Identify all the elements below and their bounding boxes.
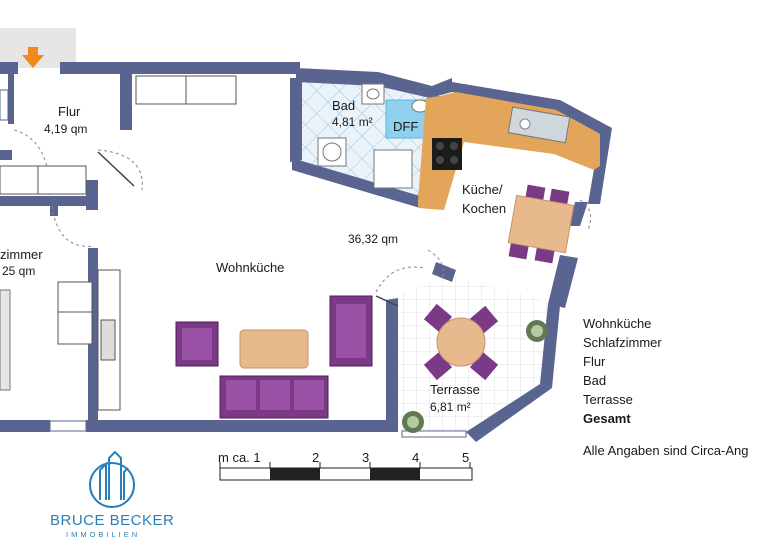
scale-tick-3: 3 [362, 450, 369, 465]
entrance-arrow-icon [22, 47, 44, 68]
room-area-bad: 4,81 m² [332, 115, 373, 129]
wardrobe-bedroom [0, 165, 87, 195]
terrace-table-set [423, 303, 499, 381]
walls [0, 62, 612, 442]
room-name-wohnkueche: Wohnküche [216, 260, 284, 275]
room-area-flur: 4,19 qm [44, 122, 87, 136]
scale-bar: m ca. 1 2 3 4 5 [218, 450, 473, 481]
logo-subtitle: IMMOBILIEN [66, 530, 141, 539]
bad-dff-label: DFF [393, 119, 418, 134]
kitchen-dining-set [507, 184, 575, 264]
legend-item-bad: Bad [583, 373, 607, 388]
logo-icon [89, 450, 135, 508]
scale-label-prefix: m ca. 1 [218, 450, 261, 465]
legend-item-terrasse: Terrasse [583, 392, 633, 407]
room-name-flur: Flur [58, 104, 81, 119]
legend-item-wohnkueche: Wohnküche [583, 316, 652, 331]
room-name-kueche-2: Kochen [462, 201, 506, 216]
room-area-terrasse: 6,81 m² [430, 400, 471, 414]
legend-total: Gesamt [583, 411, 631, 426]
legend-item-schlafzimmer: Schlafzimmer [583, 335, 662, 350]
room-name-kueche: Küche/ [462, 182, 503, 197]
living-furniture [175, 295, 373, 419]
legend-item-flur: Flur [583, 354, 606, 369]
kitchen-appliances [432, 106, 571, 170]
disclaimer-note: Alle Angaben sind Circa-Ang [583, 443, 749, 458]
plant-icon [402, 320, 548, 433]
door-swings [13, 129, 592, 293]
room-name-terrasse: Terrasse [430, 382, 480, 397]
area-legend: Wohnküche Schlafzimmer Flur Bad Terrasse… [583, 314, 662, 428]
room-name-schlafzimmer: zimmer [0, 247, 43, 262]
logo-name: BRUCE BECKER [50, 512, 175, 529]
room-area-wohnkueche: 36,32 qm [348, 232, 398, 246]
room-area-schlafzimmer: 25 qm [2, 264, 35, 278]
wardrobe-top [135, 75, 237, 105]
door-leaves [97, 151, 399, 307]
scale-tick-5: 5 [462, 450, 469, 465]
bed [0, 289, 11, 391]
scale-tick-4: 4 [412, 450, 419, 465]
scale-tick-2: 2 [312, 450, 319, 465]
room-name-bad: Bad [332, 98, 355, 113]
sideboard [57, 269, 121, 411]
